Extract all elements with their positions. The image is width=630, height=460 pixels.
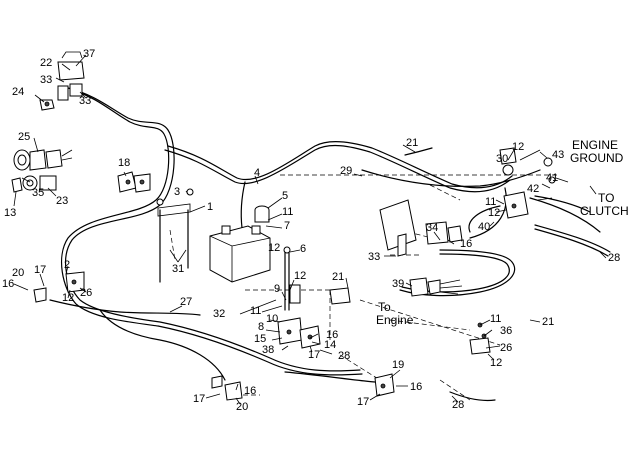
- callout-7: 7: [284, 220, 290, 232]
- leader-lines: [13, 54, 607, 405]
- callout-28: 28: [338, 350, 350, 362]
- callout-17: 17: [308, 349, 320, 361]
- callout-10: 10: [266, 313, 278, 325]
- bracket-34: [379, 199, 463, 257]
- callout-16: 16: [326, 329, 338, 341]
- callout-14: 14: [324, 339, 336, 351]
- callout-39: 39: [392, 278, 404, 290]
- callout-12: 12: [268, 242, 280, 254]
- callout-9: 9: [274, 283, 280, 295]
- callout-26: 26: [500, 342, 512, 354]
- callout-16: 16: [2, 278, 14, 290]
- right-bracket-36: [469, 322, 491, 355]
- callout-27: 27: [180, 296, 192, 308]
- callout-29: 29: [340, 165, 352, 177]
- callout-12: 12: [62, 292, 74, 304]
- callout-31: 31: [172, 263, 184, 275]
- battery: [209, 205, 271, 283]
- note-to-engine-line2: Engine: [376, 313, 414, 327]
- callout-12: 12: [294, 270, 306, 282]
- callout-20: 20: [236, 401, 248, 413]
- callout-21: 21: [406, 137, 418, 149]
- note-to-clutch-line2: CLUTCH: [580, 204, 629, 218]
- callout-23: 23: [56, 195, 68, 207]
- post-6: [277, 246, 303, 345]
- callout-25: 25: [18, 131, 30, 143]
- callout-6: 6: [300, 243, 306, 255]
- callout-8: 8: [258, 321, 264, 333]
- callout-16: 16: [244, 385, 256, 397]
- note-to-engine-line1: To: [378, 300, 391, 314]
- callout-28: 28: [608, 252, 620, 264]
- callout-34: 34: [426, 222, 438, 234]
- callout-28: 28: [452, 399, 464, 411]
- connector-group-25: [11, 149, 73, 193]
- connector-cluster-top-left: [39, 51, 85, 111]
- callout-42: 42: [527, 183, 539, 195]
- callout-41: 41: [546, 172, 558, 184]
- routing-notes: ENGINE GROUND TO CLUTCH To Engine: [376, 138, 629, 327]
- callout-17: 17: [357, 396, 369, 408]
- callout-11: 11: [250, 305, 261, 317]
- callout-19: 19: [392, 359, 404, 371]
- callout-15: 15: [254, 333, 266, 345]
- callout-33: 33: [40, 74, 52, 86]
- callout-43: 43: [552, 149, 564, 161]
- callout-4: 4: [254, 167, 260, 179]
- callout-12: 12: [512, 141, 524, 153]
- relay-18: [117, 171, 151, 193]
- callout-11: 11: [490, 313, 501, 325]
- note-engine-ground-line1: ENGINE: [572, 138, 618, 152]
- callout-20: 20: [12, 267, 24, 279]
- callout-11: 11: [485, 196, 496, 208]
- callout-36: 36: [500, 325, 512, 337]
- note-engine-ground-line2: GROUND: [570, 151, 624, 165]
- callout-22: 22: [40, 57, 52, 69]
- callout-33: 33: [79, 95, 91, 107]
- note-to-clutch-line1: TO: [598, 191, 614, 205]
- callout-numbers: 37 22 33 24 33 25 35 23 13 18 3 1 31 4 5…: [2, 48, 620, 413]
- callout-11: 11: [282, 206, 293, 218]
- callout-37: 37: [83, 48, 95, 60]
- callout-17: 17: [34, 264, 46, 276]
- callout-30: 30: [496, 153, 508, 165]
- callout-35: 35: [32, 187, 44, 199]
- callout-32: 32: [213, 308, 225, 320]
- callout-16: 16: [410, 381, 422, 393]
- left-bracket-26: [33, 271, 85, 303]
- callout-12: 12: [488, 207, 500, 219]
- callout-13: 13: [4, 207, 16, 219]
- callout-17: 17: [193, 393, 205, 405]
- ground-strap-28: [449, 224, 611, 402]
- solenoid-top-right: [468, 147, 556, 233]
- main-harness: [49, 87, 601, 383]
- callout-21: 21: [332, 271, 344, 283]
- callout-40: 40: [478, 221, 490, 233]
- callout-38: 38: [262, 344, 274, 356]
- callout-5: 5: [282, 190, 288, 202]
- callout-2: 2: [64, 259, 70, 271]
- bottom-connectors: [211, 373, 395, 401]
- callout-24: 24: [12, 86, 24, 98]
- callout-26: 26: [80, 287, 92, 299]
- callout-12: 12: [490, 357, 502, 369]
- callout-21: 21: [542, 316, 554, 328]
- callout-1: 1: [207, 201, 213, 213]
- connector-39: [409, 277, 463, 297]
- callout-16: 16: [460, 238, 472, 250]
- callout-33: 33: [368, 251, 380, 263]
- callout-18: 18: [118, 157, 130, 169]
- callout-3: 3: [174, 186, 180, 198]
